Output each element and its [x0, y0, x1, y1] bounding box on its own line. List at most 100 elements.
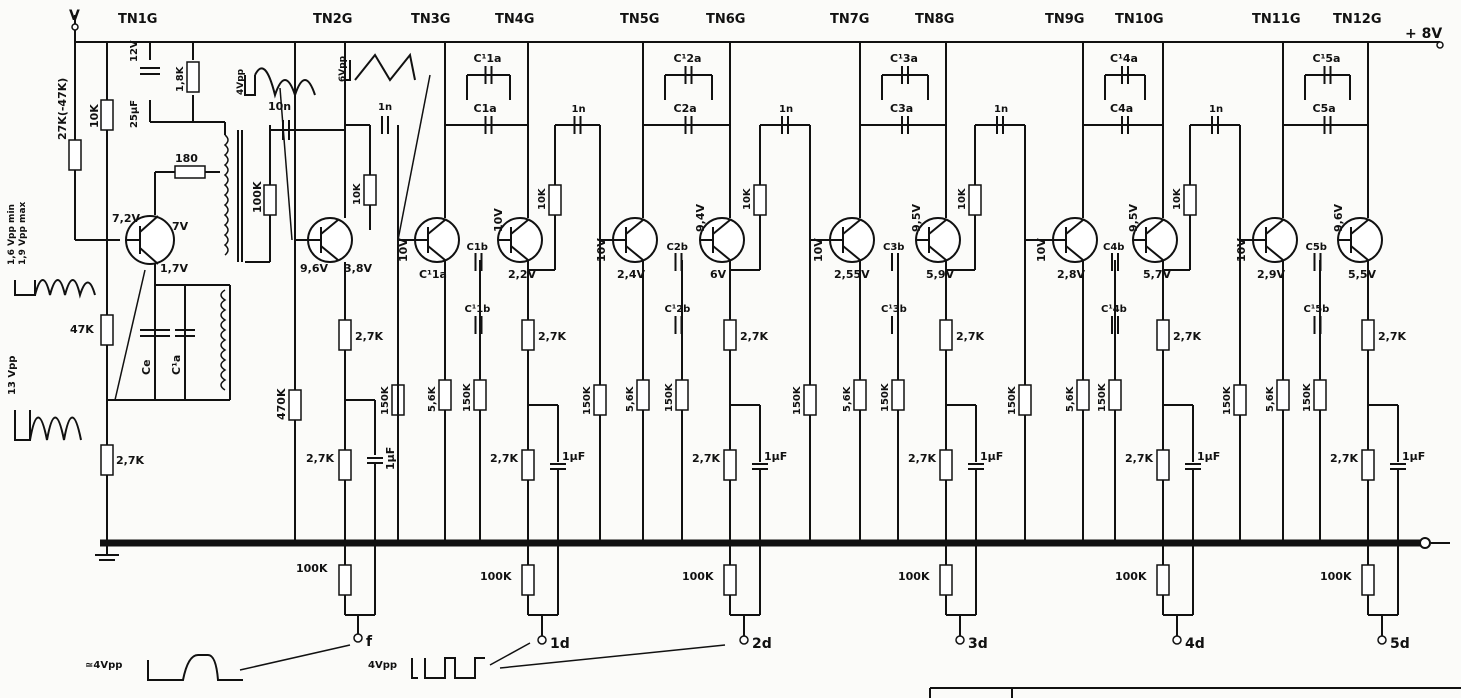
stage2-r10k [753, 184, 767, 216]
output-1d-jack [537, 635, 547, 645]
stage1-va: C¹1a [419, 268, 447, 281]
stage1-r10k-label: 10K [537, 187, 548, 210]
stage3-r27k-low-label: 2,7K [908, 452, 936, 465]
transistor-stage4-a-collector [1065, 219, 1084, 235]
stage4-va: 2,8V [1057, 268, 1085, 281]
stage2-r27k-label: 2,7K [740, 330, 768, 343]
stage3-r150k-b-label: 150K [880, 382, 891, 412]
transistor-stage3-b-emitter [928, 245, 947, 261]
transistor-stage4-b-emitter [1145, 245, 1164, 261]
label-in1b: 1,9 Vpp max [18, 201, 28, 265]
transistor-stage5-a-emitter [1265, 245, 1284, 261]
transistor-stage3-b-collector [928, 219, 947, 235]
stage1-pcap-label: C¹1a [474, 52, 502, 65]
label-v12: 12V [129, 40, 140, 62]
output-3d-label: 3d [968, 636, 988, 652]
stage2-v10: 10V [595, 238, 608, 262]
stage5-r150k-b [1313, 379, 1327, 411]
stage3-r27k-label: 2,7K [956, 330, 984, 343]
stage4-low-cap-label: C¹4b [1101, 304, 1127, 315]
stage4-v10: 10V [1035, 238, 1048, 262]
stage5-r150k-b-label: 150K [1302, 382, 1313, 412]
stage4-r10k-label: 10K [1172, 187, 1183, 210]
stage3-r10k [968, 184, 982, 216]
transistor-stage1-b-collector [510, 219, 529, 235]
stage3-pcap-label: C¹3a [890, 52, 918, 65]
stage5-vc: 5,5V [1348, 268, 1376, 281]
stage5-r27k-label: 2,7K [1378, 330, 1406, 343]
stage3-r150k-b [891, 379, 905, 411]
stage4-r150k-b-label: 150K [1097, 382, 1108, 412]
label-tn7g: TN7G [830, 12, 869, 27]
stage2-mid-cap-label: C2b [667, 242, 688, 253]
stage5-r27k-low-label: 2,7K [1330, 452, 1358, 465]
stage1-vb: 10V [492, 208, 505, 232]
transistor-tn2g-collector [320, 219, 339, 235]
stage2-r10k-label: 10K [742, 187, 753, 210]
label-in2: 13 Vpp [7, 356, 18, 395]
stage2-cap-label: 1µF [764, 450, 787, 463]
stage3-vb: 9,5V [910, 204, 923, 232]
transistor-tn2g-emitter [320, 245, 339, 261]
output-4d-label: 4d [1185, 636, 1205, 652]
label-tn11g: TN11G [1252, 12, 1301, 27]
transistor-stage4-b-collector [1145, 219, 1164, 235]
tn2g-r27k-low [338, 449, 352, 481]
label-tn8g: TN8G [915, 12, 954, 27]
stage3-low-cap-label: C¹3b [881, 304, 907, 315]
stage1-r27k-low [521, 449, 535, 481]
stage5-r100k [1361, 564, 1375, 596]
stage2-next-r150k-label: 150K [792, 385, 803, 415]
tn2g-r150k-label: 150K [380, 385, 391, 415]
tn2g-r27k [338, 319, 352, 351]
stage3-r56k-label: 5,6K [842, 385, 853, 412]
stage2-r27k [723, 319, 737, 351]
label-tn12g: TN12G [1333, 12, 1382, 27]
output-f-jack [353, 633, 363, 643]
stage2-top-cap-label: C2a [674, 102, 697, 115]
label-v17: 1,7V [160, 262, 188, 275]
label-wave2: 4Vpp [368, 660, 397, 671]
stage3-next-cap-label: 1n [994, 104, 1008, 115]
stage4-top-cap-label: C4a [1110, 102, 1133, 115]
label-r18k: 1,8K [175, 65, 186, 92]
output-3d-jack [955, 635, 965, 645]
stage1-low-cap-label: C¹1b [465, 304, 491, 315]
stage1-top-cap-label: C1a [474, 102, 497, 115]
tn2g-r100k-label: 100K [296, 562, 328, 575]
stage3-top-cap-label: C3a [890, 102, 913, 115]
ground-bus [95, 520, 1450, 561]
stage3-r100k [939, 564, 953, 596]
stage4-r27k [1156, 319, 1170, 351]
stage2-r56k-label: 5,6K [625, 385, 636, 412]
output-2d-jack [739, 635, 749, 645]
stage1-r10k [548, 184, 562, 216]
label-in1a: 1,6 Vpp min [7, 204, 17, 265]
stage5-vb: 9,6V [1332, 204, 1345, 232]
label-tn3g: TN3G [411, 12, 450, 27]
transistor-stage2-b-emitter [712, 245, 731, 261]
transistor-stage1-b-emitter [510, 245, 529, 261]
stage5-r27k-low [1361, 449, 1375, 481]
tn2g-r10k [363, 174, 377, 206]
label-tn1g: TN1G [118, 12, 157, 27]
transistor-stage2-b-collector [712, 219, 731, 235]
stage5-cap-label: 1µF [1402, 450, 1425, 463]
stage4-r27k-low-label: 2,7K [1125, 452, 1153, 465]
stage4-r150k-b [1108, 379, 1122, 411]
stage5-r100k-label: 100K [1320, 570, 1352, 583]
tn2g-r27k-low-label: 2,7K [306, 452, 334, 465]
stage1-next-r150k [593, 384, 607, 416]
transistor-tn1g [125, 215, 175, 265]
stage1-r56k [438, 379, 452, 411]
stage3-r27k [939, 319, 953, 351]
stage1-r27k-label: 2,7K [538, 330, 566, 343]
supply-plus-label: + 8V [1405, 26, 1442, 42]
stage1-vc: 2,2V [508, 268, 536, 281]
